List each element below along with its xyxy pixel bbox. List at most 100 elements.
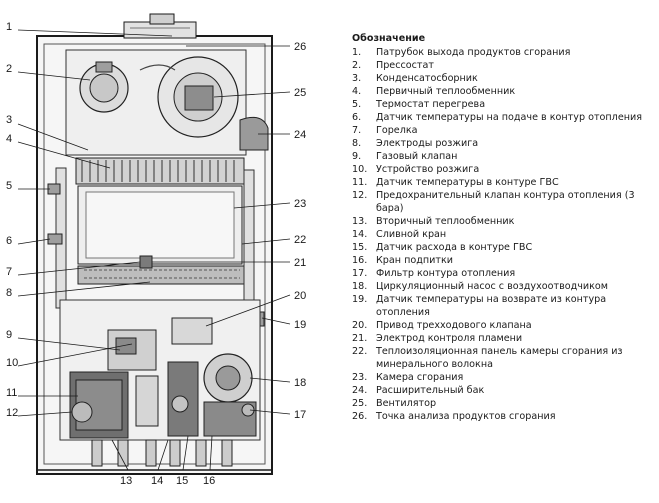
legend-item-number: 24. bbox=[352, 385, 368, 396]
legend-item-text: Кран подпитки bbox=[376, 255, 454, 266]
legend-item-text: Патрубок выхода продуктов сгорания bbox=[376, 47, 571, 58]
callout-15: 15 bbox=[176, 475, 188, 487]
legend-item-number: 20. bbox=[352, 320, 368, 331]
callout-4: 4 bbox=[6, 133, 12, 145]
legend-item: 15. Датчик расхода в контуре ГВС bbox=[352, 241, 652, 254]
legend-item-number: 26. bbox=[352, 411, 368, 422]
callout-26: 26 bbox=[294, 41, 306, 53]
boiler-diagram: 1 2 3 4 5 6 7 8 9 10 11 12 13 14 15 16 1… bbox=[6, 13, 306, 487]
legend-item: 26. Точка анализа продуктов сгорания bbox=[352, 410, 652, 423]
legend-item: 25. Вентилятор bbox=[352, 397, 652, 410]
bottom-leader-lines bbox=[111, 435, 213, 471]
legend-item: 19.Датчик температуры на возврате из кон… bbox=[352, 293, 652, 319]
legend-item-text: Прессостат bbox=[376, 60, 434, 71]
legend-item-text: Горелка bbox=[376, 125, 418, 136]
legend-item: 8. Электроды розжига bbox=[352, 137, 652, 150]
legend-item-text: Первичный теплообменник bbox=[376, 86, 516, 97]
callout-17: 17 bbox=[294, 409, 306, 421]
legend-item-number: 25. bbox=[352, 398, 368, 409]
callout-1: 1 bbox=[6, 21, 12, 33]
legend-item-number: 23. bbox=[352, 372, 368, 383]
legend-item-text: Газовый клапан bbox=[376, 151, 458, 162]
right-leader-lines bbox=[152, 45, 291, 415]
callout-2: 2 bbox=[6, 63, 12, 75]
callout-numbers: 1 2 3 4 5 6 7 8 9 10 11 12 13 14 15 16 1… bbox=[6, 21, 306, 487]
callout-3: 3 bbox=[6, 114, 12, 126]
legend-item-text: Вентилятор bbox=[376, 398, 437, 409]
legend-item-text: Датчик температуры на подаче в контур от… bbox=[376, 112, 642, 123]
callout-12: 12 bbox=[6, 407, 18, 419]
callout-18: 18 bbox=[294, 377, 306, 389]
legend-item: 16. Кран подпитки bbox=[352, 254, 652, 267]
legend-item-number: 17. bbox=[352, 268, 368, 279]
legend-item-number: 19. bbox=[352, 294, 368, 305]
legend-item-number: 18. bbox=[352, 281, 368, 292]
legend-item-number: 15. bbox=[352, 242, 368, 253]
legend-item: 17. Фильтр контура отопления bbox=[352, 267, 652, 280]
legend-item: 22. Теплоизоляционная панель камеры сгора… bbox=[352, 345, 652, 371]
legend-item-number: 12. bbox=[352, 190, 368, 201]
legend-item-number: 14. bbox=[352, 229, 368, 240]
legend-item-number: 8. bbox=[352, 138, 362, 149]
legend-item-text: Камера сгорания bbox=[376, 372, 464, 383]
legend-item: 18. Циркуляционный насос с воздухоотводчи… bbox=[352, 280, 652, 293]
callout-21: 21 bbox=[294, 257, 306, 269]
combustion-chamber bbox=[77, 185, 243, 265]
legend-title: Обозначение bbox=[352, 33, 426, 44]
legend-item: 23. Камера сгорания bbox=[352, 371, 652, 384]
legend-item-text: Устройство розжига bbox=[376, 164, 480, 175]
callout-7: 7 bbox=[6, 266, 12, 278]
legend-item-text: Теплоизоляционная панель камеры сгорания… bbox=[376, 346, 623, 370]
callout-8: 8 bbox=[6, 287, 12, 299]
callout-19: 19 bbox=[294, 319, 306, 331]
legend-item: 10. Устройство розжига bbox=[352, 163, 652, 176]
legend-item: 4. Первичный теплообменник bbox=[352, 85, 652, 98]
legend-item-number: 9. bbox=[352, 151, 362, 162]
legend-item-number: 2. bbox=[352, 60, 362, 71]
callout-25: 25 bbox=[294, 87, 306, 99]
legend-item-text: Сливной кран bbox=[376, 229, 447, 240]
legend-item-number: 4. bbox=[352, 86, 362, 97]
legend-item: 12. Предохранительный клапан контура отоп… bbox=[352, 189, 652, 215]
legend-item-number: 13. bbox=[352, 216, 368, 227]
callout-16: 16 bbox=[203, 475, 215, 487]
callout-10: 10 bbox=[6, 357, 18, 369]
legend-item-text: Электроды розжига bbox=[376, 138, 479, 149]
legend-item-number: 16. bbox=[352, 255, 368, 266]
legend-item-text: Термостат перегрева bbox=[376, 99, 486, 110]
legend-item-number: 7. bbox=[352, 125, 362, 136]
callout-20: 20 bbox=[294, 290, 306, 302]
legend-item-text: Циркуляционный насос с воздухоотводчиком bbox=[376, 281, 609, 292]
legend-item-number: 21. bbox=[352, 333, 368, 344]
legend-item-text: Конденсатосборник bbox=[376, 73, 478, 84]
legend-item: 24.Расширительный бак bbox=[352, 384, 652, 397]
legend-item-number: 5. bbox=[352, 99, 362, 110]
legend: Обозначение 1.Патрубок выхода продуктов … bbox=[352, 32, 652, 423]
legend-item-text: Точка анализа продуктов сгорания bbox=[376, 411, 556, 422]
legend-item-text: Привод трехходового клапана bbox=[376, 320, 532, 331]
legend-item-number: 6. bbox=[352, 112, 362, 123]
legend-item: 20. Привод трехходового клапана bbox=[352, 319, 652, 332]
callout-22: 22 bbox=[294, 234, 306, 246]
primary-heat-exchanger bbox=[75, 157, 245, 185]
callout-9: 9 bbox=[6, 329, 12, 341]
legend-item: 9. Газовый клапан bbox=[352, 150, 652, 163]
callout-13: 13 bbox=[120, 475, 132, 487]
legend-item: 2. Прессостат bbox=[352, 59, 652, 72]
legend-item-text: Предохранительный клапан контура отоплен… bbox=[376, 190, 635, 214]
legend-item: 7. Горелка bbox=[352, 124, 652, 137]
legend-item-number: 3. bbox=[352, 73, 362, 84]
legend-item-number: 10. bbox=[352, 164, 368, 175]
legend-item-text: Фильтр контура отопления bbox=[376, 268, 516, 279]
callout-11: 11 bbox=[6, 387, 17, 399]
legend-item-text: Электрод контроля пламени bbox=[376, 333, 523, 344]
legend-item: 21. Электрод контроля пламени bbox=[352, 332, 652, 345]
legend-item-number: 22. bbox=[352, 346, 368, 357]
legend-item-text: Датчик расхода в контуре ГВС bbox=[376, 242, 533, 253]
callout-23: 23 bbox=[294, 198, 306, 210]
legend-item: 5. Термостат перегрева bbox=[352, 98, 652, 111]
legend-item: 3. Конденсатосборник bbox=[352, 72, 652, 85]
legend-item-text: Вторичный теплообменник bbox=[376, 216, 515, 227]
callout-24: 24 bbox=[294, 129, 306, 141]
